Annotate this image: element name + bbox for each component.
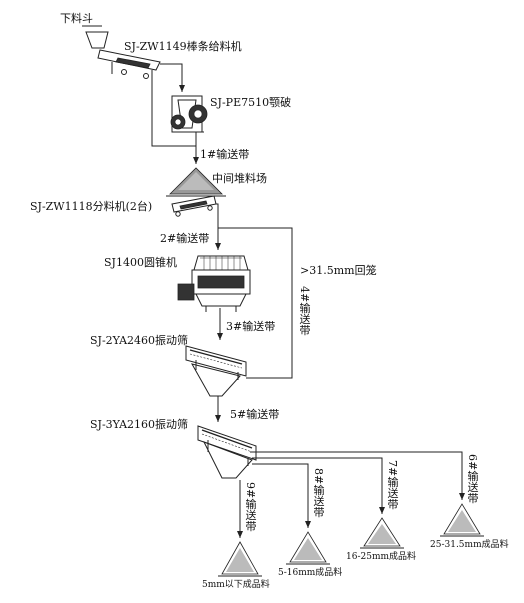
vibrating-screen-2	[197, 425, 257, 479]
feeder-to-jaw-line	[160, 63, 185, 92]
belt-4-return-line	[218, 227, 293, 379]
intermediate-stockpile	[166, 167, 226, 197]
jaw-crusher	[170, 95, 208, 133]
product-pile-3	[360, 517, 404, 549]
belt-7-line	[252, 457, 385, 514]
distributor-label: SJ-ZW1118分料机(2台)	[30, 200, 153, 213]
belt-8-label: 8#输送带	[312, 468, 325, 518]
belt-8-line	[252, 463, 311, 528]
belt-2-label: 2#输送带	[160, 232, 210, 245]
belt-3-label: 3#输送带	[226, 320, 276, 333]
stockpile-label: 中间堆料场	[212, 172, 267, 185]
belt-6-line	[250, 451, 465, 500]
feeder-label: SJ-ZW1149棒条给料机	[124, 40, 242, 53]
product-pile-2	[286, 531, 330, 565]
product-1-label: 5mm以下成品料	[202, 580, 270, 590]
jaw-crusher-label: SJ-PE7510颚破	[210, 96, 292, 109]
belt-4-label: 4#输送带	[298, 286, 311, 336]
feed-hopper	[82, 25, 109, 49]
belt-6-label: 6#输送带	[466, 454, 479, 504]
belt-1-label: 1#输送带	[200, 148, 250, 161]
vibrating-screen-1	[185, 345, 247, 397]
bar-feeder	[97, 49, 161, 80]
feeder-bypass-line	[151, 80, 196, 147]
belt-5-label: 5#输送带	[230, 408, 280, 421]
return-note-label: >31.5mm回笼	[300, 264, 377, 277]
product-pile-4	[440, 503, 484, 537]
cone-crusher-label: SJ1400圆锥机	[104, 256, 177, 269]
product-pile-1	[218, 541, 262, 577]
screen-1-label: SJ-2YA2460振动筛	[90, 334, 189, 347]
belt-9-label: 9#输送带	[244, 482, 257, 532]
product-3-label: 16-25mm成品料	[346, 552, 417, 562]
belt-7-label: 7#输送带	[386, 460, 399, 510]
product-4-label: 25-31.5mm成品料	[430, 540, 509, 550]
belt-2-line	[215, 203, 221, 250]
distributor-feeder	[171, 195, 217, 217]
product-2-label: 5-16mm成品料	[278, 568, 343, 578]
cone-crusher	[177, 255, 251, 312]
screen-2-label: SJ-3YA2160振动筛	[90, 418, 189, 431]
feed-hopper-label: 下料斗	[60, 12, 93, 25]
